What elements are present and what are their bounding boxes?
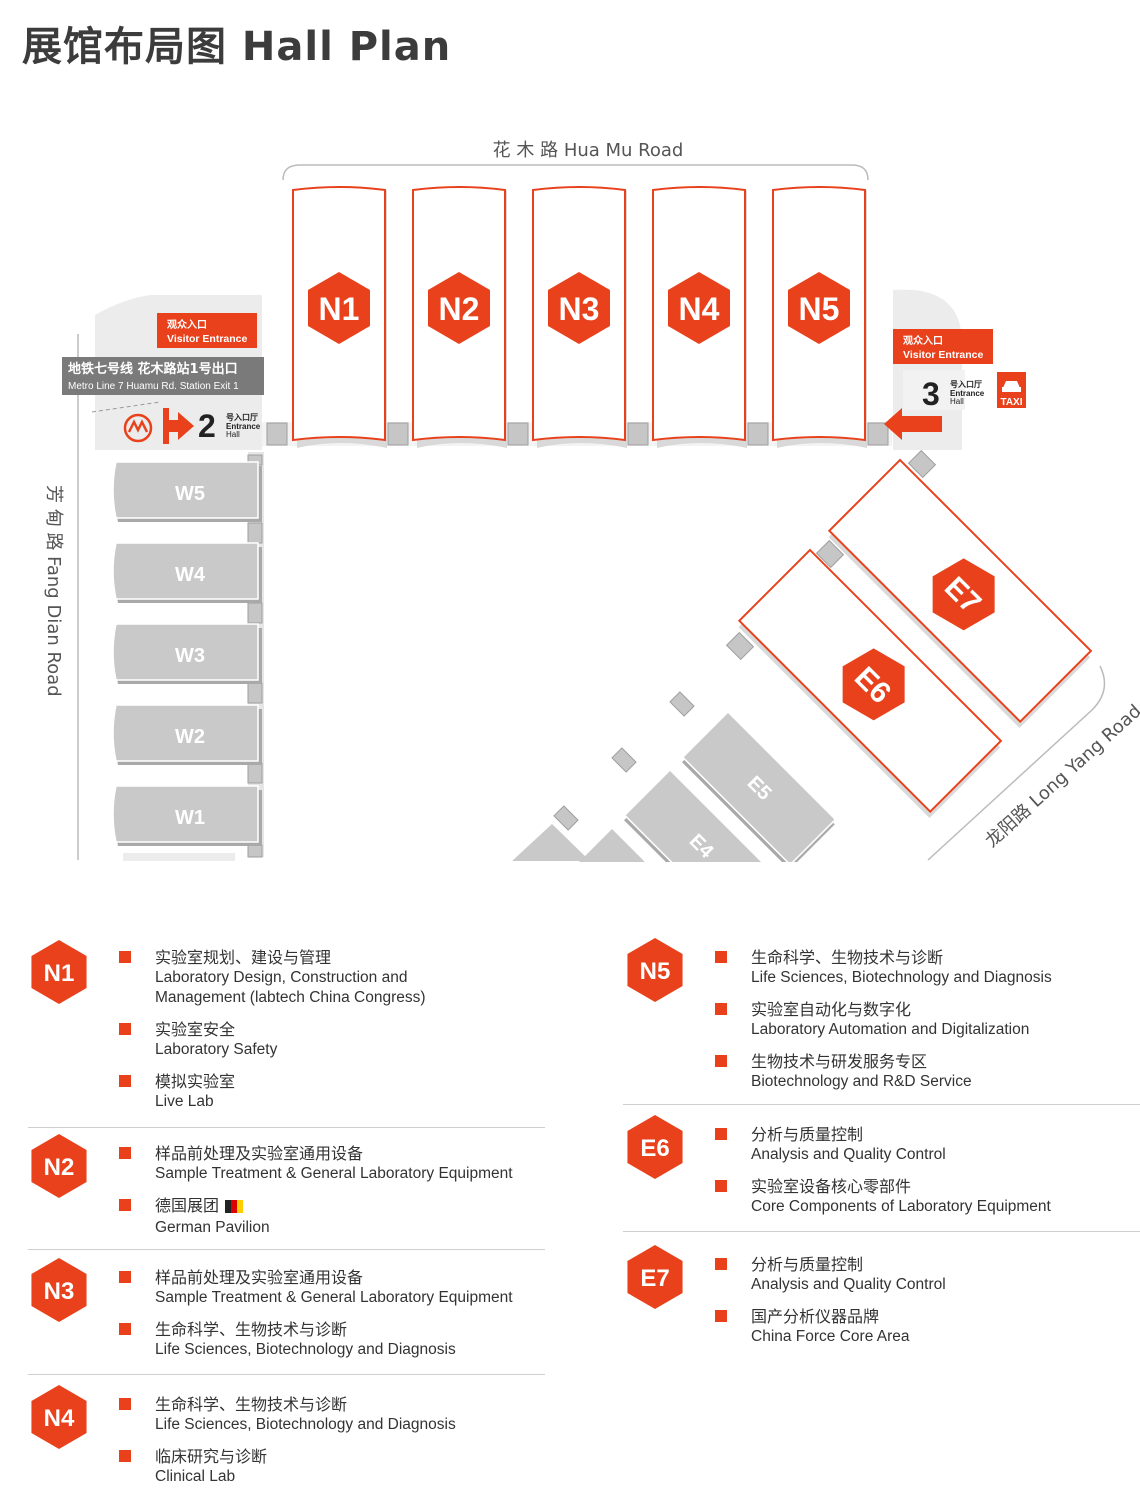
page-title: 展馆布局图 Hall Plan (22, 24, 452, 70)
svg-text:号入口厅: 号入口厅 (950, 380, 982, 389)
metro-icon (123, 413, 153, 443)
hall-label: N3 (559, 291, 600, 327)
hall-label: W5 (175, 483, 205, 505)
svg-text:TAXI: TAXI (1000, 397, 1022, 408)
visitor-entrance-badge-east (893, 329, 993, 364)
hall-w2[interactable]: W2 (112, 704, 262, 765)
map-bottom-mask (270, 862, 1140, 880)
west-footer-strip (123, 853, 235, 861)
hall-label: W1 (175, 807, 205, 829)
hall-w5[interactable]: W5 (112, 461, 262, 522)
svg-text:Entrance: Entrance (950, 389, 985, 398)
hall-badge-e7: E7 (627, 1245, 683, 1309)
hall-label: W3 (175, 645, 205, 667)
west-connectors (247, 454, 263, 858)
svg-text:Hall: Hall (226, 430, 240, 439)
long-yang-road-line (927, 665, 1106, 861)
north-connectors (266, 422, 889, 446)
hall-badge-n3: N3 (31, 1258, 87, 1322)
hall-w1[interactable]: W1 (112, 785, 262, 846)
svg-text:N5: N5 (640, 958, 671, 985)
hall-n5[interactable]: N5 (772, 186, 867, 448)
east-connectors (553, 449, 937, 831)
hall-map: 花 木 路 Hua Mu Road 芳 甸 路 Fang Dian Road 龙… (43, 140, 1140, 880)
hall-e4[interactable]: E4 (622, 768, 780, 880)
road-label-fang-dian: 芳 甸 路 Fang Dian Road (43, 485, 64, 697)
hall-w4[interactable]: W4 (112, 542, 262, 603)
hall-e7[interactable]: E7 (826, 458, 1094, 728)
legend-divider (623, 1104, 1140, 1105)
svg-text:E7: E7 (640, 1265, 669, 1292)
legend-divider (28, 1374, 545, 1375)
hall-label: N5 (799, 291, 840, 327)
svg-text:N1: N1 (44, 960, 75, 987)
svg-text:Metro Line 7 Huamu Rd. Statio: Metro Line 7 Huamu Rd. Station Exit 1 (68, 381, 239, 392)
hall-label: W4 (175, 564, 206, 586)
svg-text:Visitor Entrance: Visitor Entrance (903, 349, 983, 361)
entrance-3[interactable]: 观众入口 Visitor Entrance 3 号入口厅 Entrance Ha… (884, 329, 1026, 440)
legend-divider (623, 1231, 1140, 1232)
hall-label: N1 (319, 291, 360, 327)
metro-path-line (91, 401, 161, 413)
hua-mu-road-line (282, 164, 869, 181)
svg-text:号入口厅: 号入口厅 (226, 413, 258, 422)
svg-text:Visitor Entrance: Visitor Entrance (167, 333, 247, 345)
hall-badge-n5: N5 (627, 938, 683, 1002)
svg-text:N2: N2 (44, 1154, 75, 1181)
road-label-long-yang: 龙阳路 Long Yang Road (981, 701, 1140, 852)
svg-text:2: 2 (198, 408, 216, 444)
svg-text:N3: N3 (44, 1278, 75, 1305)
svg-text:E6: E6 (640, 1135, 669, 1162)
svg-text:观众入口: 观众入口 (167, 318, 207, 331)
hall-n3[interactable]: N3 (532, 186, 627, 448)
entrance-2[interactable]: 观众入口 Visitor Entrance 地铁七号线 花木路站1号出口 Met… (62, 313, 264, 444)
hall-n4[interactable]: N4 (652, 186, 747, 448)
hall-n1[interactable]: N1 (292, 186, 387, 448)
hall-label: W2 (175, 726, 205, 748)
hall-badge-e6: E6 (627, 1115, 683, 1179)
legend-divider (28, 1249, 545, 1250)
arrow-left-icon (884, 408, 942, 440)
legend-divider (28, 1127, 545, 1128)
hall-e5[interactable]: E5 (680, 710, 838, 870)
svg-text:3: 3 (922, 376, 940, 412)
svg-text:地铁七号线 花木路站1号出口: 地铁七号线 花木路站1号出口 (68, 361, 238, 377)
hall-badge-n1: N1 (31, 940, 87, 1004)
svg-text:观众入口: 观众入口 (903, 334, 943, 347)
svg-text:Entrance: Entrance (226, 422, 261, 431)
hall-badge-n2: N2 (31, 1134, 87, 1198)
hall-e2-partial (512, 824, 590, 861)
hall-badge-n4: N4 (31, 1385, 87, 1449)
arrow-right-icon (166, 412, 194, 440)
hall-label: N4 (679, 291, 720, 327)
hall-e6[interactable]: E6 (736, 548, 1004, 818)
metro-sign (62, 357, 264, 395)
hall-label: N2 (439, 291, 480, 327)
hall-n2[interactable]: N2 (412, 186, 507, 448)
hall-w3[interactable]: W3 (112, 623, 262, 684)
svg-text:Hall: Hall (950, 397, 964, 406)
german-flag-icon (225, 1198, 244, 1218)
svg-text:N4: N4 (44, 1405, 75, 1432)
road-label-hua-mu: 花 木 路 Hua Mu Road (493, 140, 684, 161)
visitor-entrance-badge-west (157, 313, 257, 348)
